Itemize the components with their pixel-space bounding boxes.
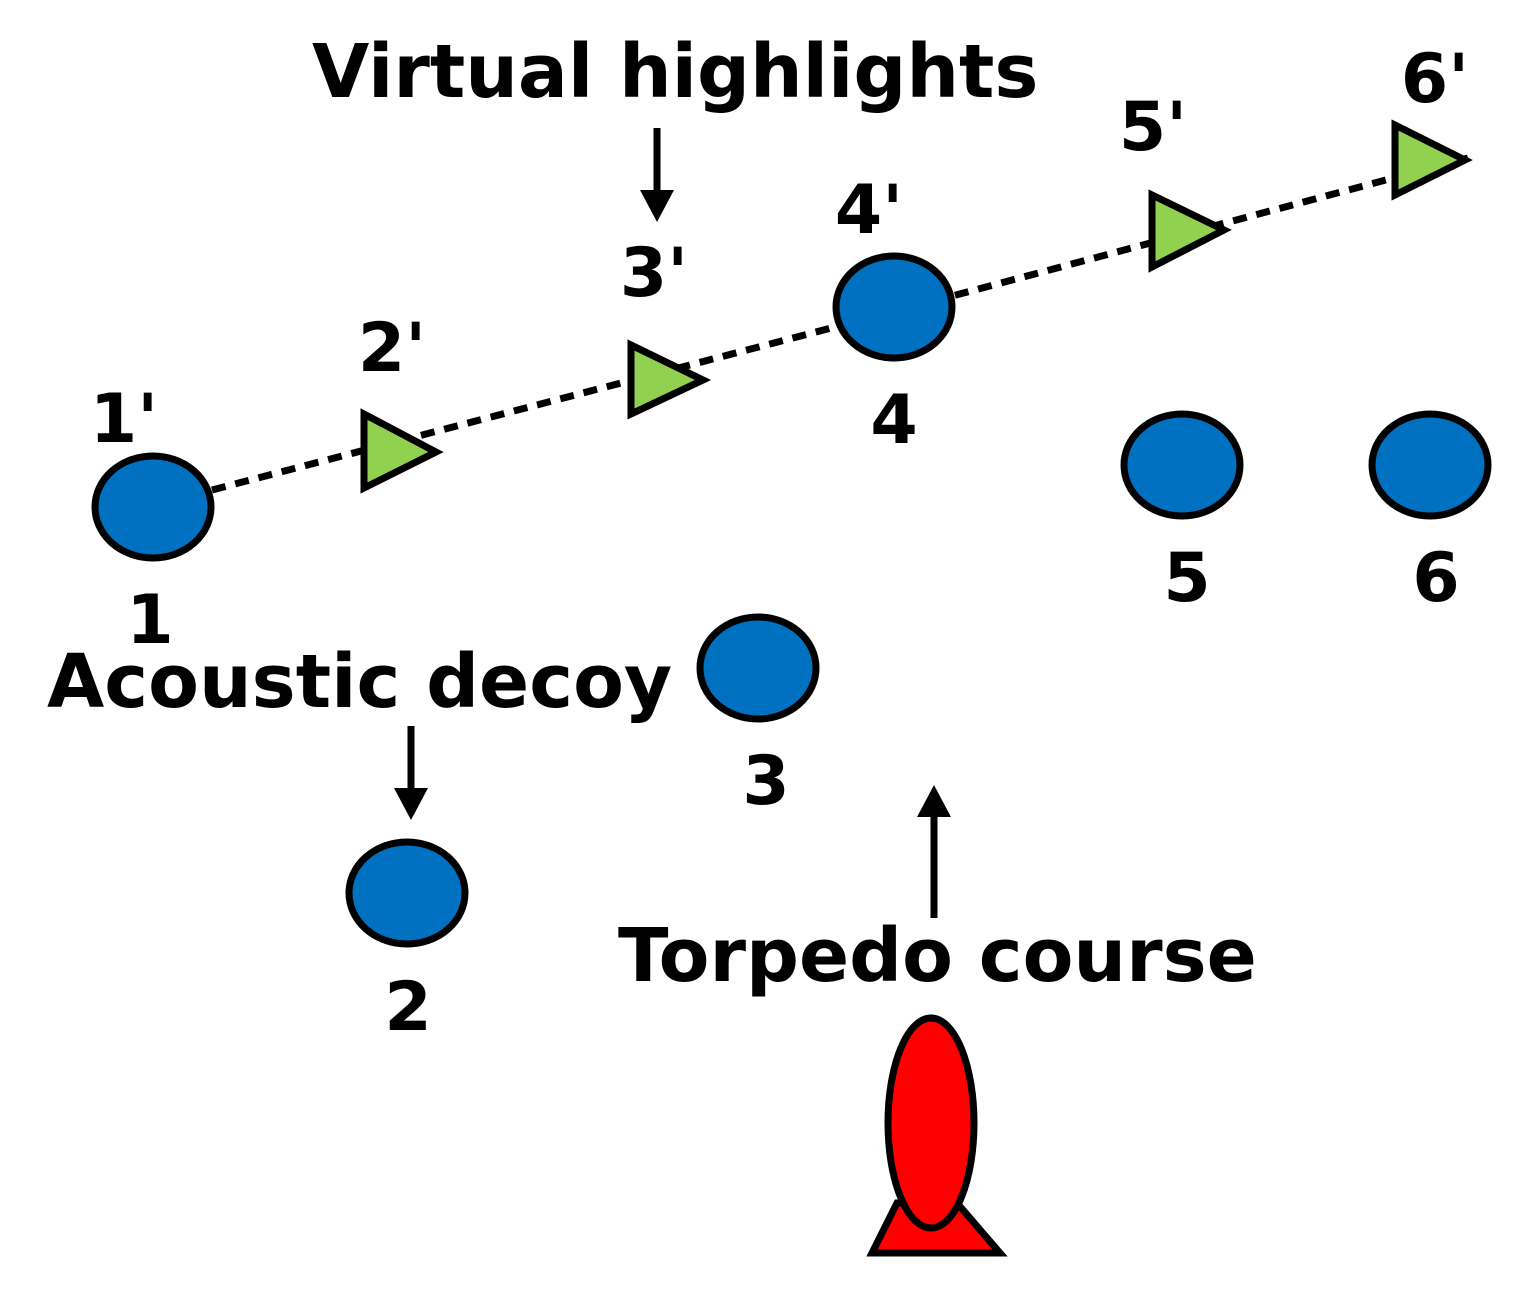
torpedo-course-arrow	[917, 785, 951, 918]
highlight-1-label: 1'	[90, 380, 158, 459]
highlight-6-icon	[1391, 119, 1473, 201]
acoustic-decoy-label: Acoustic decoy	[47, 639, 672, 725]
highlight-5-label: 5'	[1119, 88, 1187, 167]
decoy-6-icon	[1368, 410, 1492, 520]
decoy-3-icon	[696, 613, 820, 723]
virtual-highlights-label: Virtual highlights	[312, 29, 1038, 115]
decoy-3-label: 3	[742, 742, 789, 821]
decoy-6-label: 6	[1412, 539, 1459, 618]
highlight-5-icon	[1148, 189, 1232, 273]
highlight-3-icon	[627, 339, 712, 420]
decoy-4-icon	[832, 252, 956, 362]
highlight-6-label: 6'	[1401, 40, 1469, 119]
acoustic-decoy-arrow	[394, 726, 428, 820]
decoy-1-icon	[91, 452, 215, 562]
decoy-2-icon	[345, 838, 469, 948]
decoy-4-label: 4	[870, 381, 917, 460]
decoy-5-icon	[1120, 410, 1244, 520]
highlight-3-label: 3'	[620, 234, 688, 313]
highlight-4-label: 4'	[835, 171, 903, 250]
torpedo-course-label: Torpedo course	[618, 913, 1257, 999]
decoy-2-label: 2	[384, 968, 431, 1047]
decoy-5-label: 5	[1163, 539, 1210, 618]
highlight-2-label: 2'	[358, 309, 426, 388]
torpedo-icon	[866, 1014, 1008, 1257]
decoy-1-label: 1	[126, 581, 173, 660]
highlight-2-icon	[360, 408, 444, 494]
virtual-highlights-arrow	[640, 128, 674, 222]
